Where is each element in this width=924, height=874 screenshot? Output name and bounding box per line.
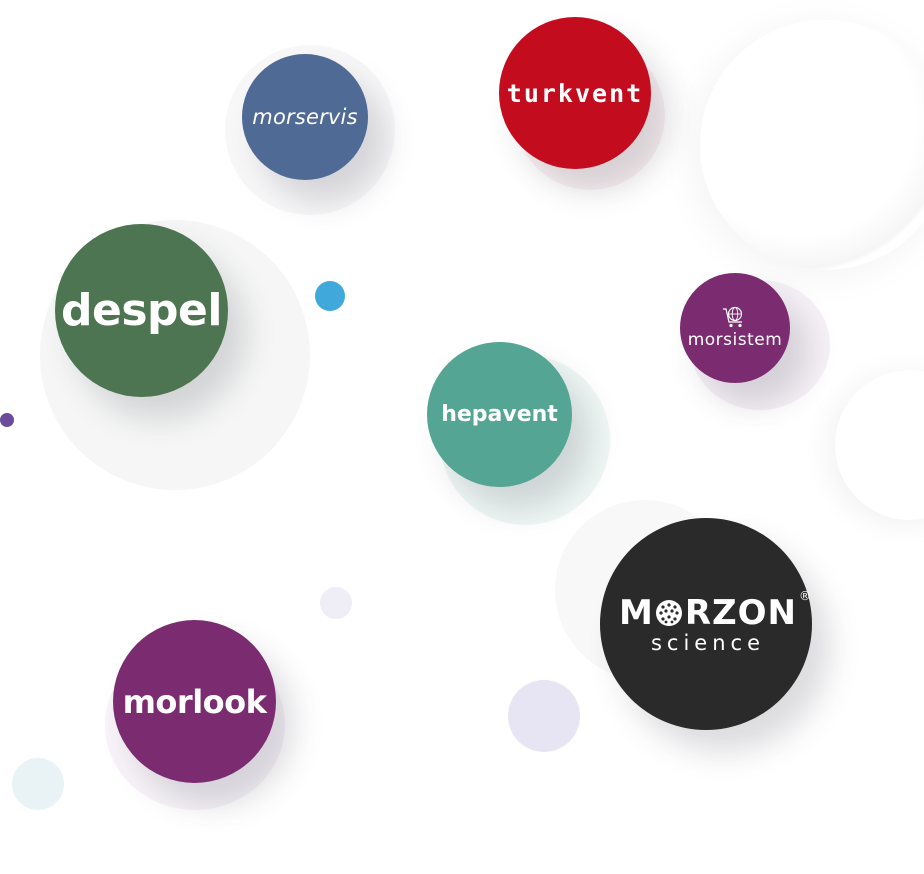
purple-dot [0, 413, 14, 427]
morzon-m-letter: M [618, 593, 653, 633]
blue-dot [315, 281, 345, 311]
ghost-circle [700, 20, 924, 270]
small-lavender-bubble [320, 587, 352, 619]
turkvent-logo[interactable]: turkvent [499, 17, 651, 169]
morzon-rest-label: RZON [684, 593, 798, 633]
morlook-label: morlook [122, 682, 267, 721]
morservis-logo[interactable]: morservis [242, 54, 368, 180]
hepavent-label: hepavent [441, 402, 558, 427]
ghost-circle [835, 370, 924, 520]
morsistem-label: morsistem [687, 330, 783, 350]
morsistem-logo[interactable]: morsistem [680, 273, 790, 383]
morzon-science-logo[interactable]: M RZON ® science [600, 518, 812, 730]
despel-logo[interactable]: despel [55, 224, 228, 397]
morzon-mark: M RZON ® science [618, 589, 811, 655]
morlook-logo[interactable]: morlook [113, 620, 276, 783]
lavender-bubble [508, 680, 580, 752]
morsistem-mark: morsistem [688, 306, 783, 350]
mint-bubble [12, 758, 64, 810]
morzon-subtitle: science [650, 631, 765, 655]
shopping-cart-globe-icon [722, 306, 743, 328]
turkvent-label: turkvent [506, 78, 644, 108]
globe-icon [655, 600, 682, 626]
hepavent-logo[interactable]: hepavent [427, 342, 572, 487]
registered-mark: ® [799, 589, 812, 603]
despel-label: despel [61, 285, 222, 336]
morservis-label: morservis [252, 105, 358, 129]
